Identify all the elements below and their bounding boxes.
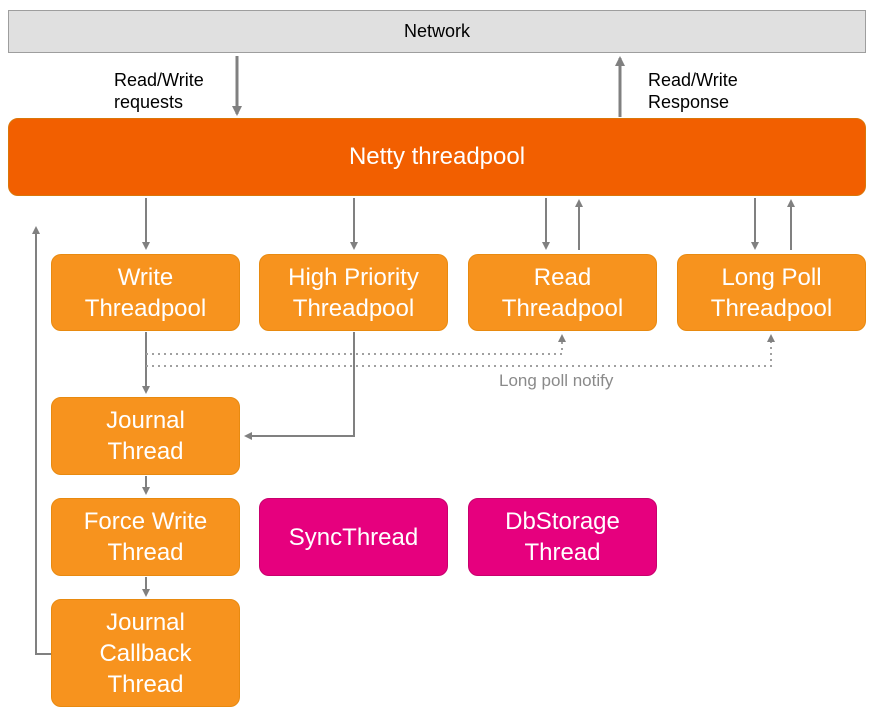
arrow-callback-to-netty xyxy=(32,226,51,655)
read-threadpool: Read Threadpool xyxy=(468,254,657,331)
dbstorage-thread: DbStorage Thread xyxy=(468,498,657,576)
journal-callback-thread: Journal Callback Thread xyxy=(51,599,240,707)
long-poll-threadpool: Long Poll Threadpool xyxy=(677,254,866,331)
write-threadpool: Write Threadpool xyxy=(51,254,240,331)
long-poll-notify-to-read xyxy=(146,334,566,355)
netty-threadpool: Netty threadpool xyxy=(8,118,866,196)
long-poll-notify-label: Long poll notify xyxy=(499,371,614,390)
long-poll-notify-to-long-poll xyxy=(146,334,775,367)
response-label: Read/Write Response xyxy=(648,70,738,112)
force-write-thread: Force Write Thread xyxy=(51,498,240,576)
arrow-high-priority-to-journal xyxy=(244,332,355,440)
high-priority-threadpool: High Priority Threadpool xyxy=(259,254,448,331)
journal-thread: Journal Thread xyxy=(51,397,240,475)
sync-thread: SyncThread xyxy=(259,498,448,576)
requests-label: Read/Write requests xyxy=(114,70,204,112)
network-bar: Network xyxy=(8,10,866,53)
